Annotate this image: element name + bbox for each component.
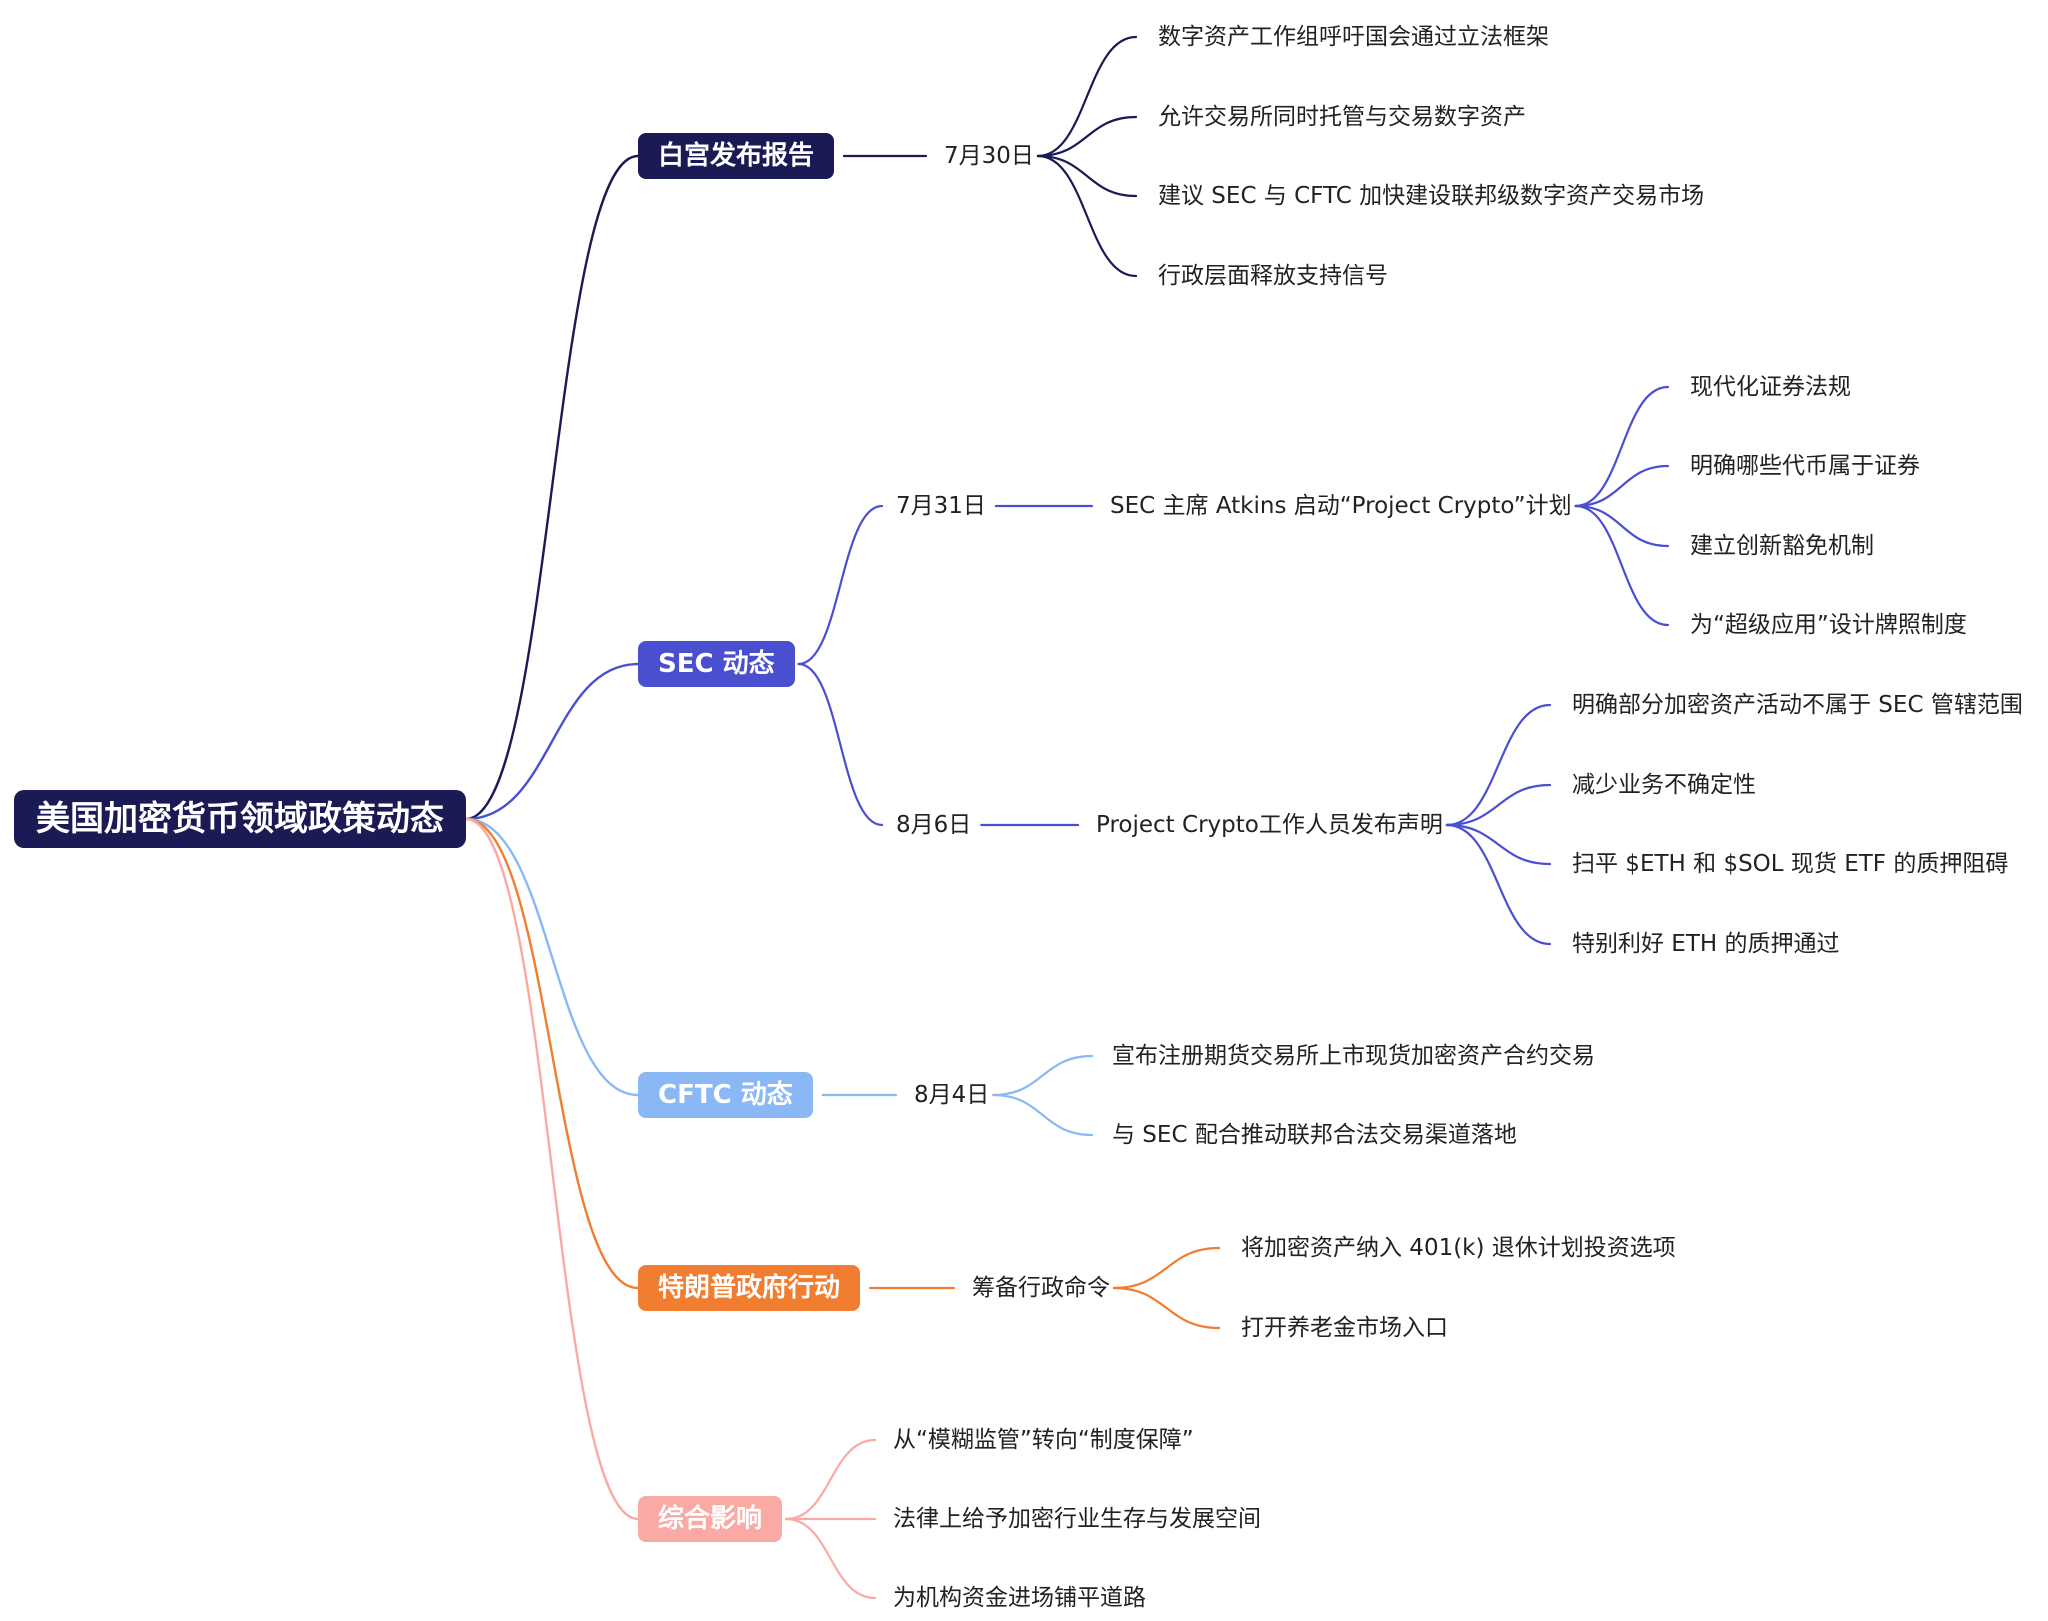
trump-item: 将加密资产纳入 401(k) 退休计划投资选项 — [1241, 1235, 1676, 1261]
branch-connector — [1036, 35, 1138, 158]
impact-item: 为机构资金进场铺平道路 — [893, 1585, 1146, 1611]
root-connector — [464, 817, 640, 1097]
branch-connector — [784, 1438, 877, 1521]
sec-event-2-item: 扫平 $ETH 和 $SOL 现货 ETF 的质押阻碍 — [1572, 851, 2009, 877]
branch-connector — [1112, 1286, 1221, 1330]
branch-sec[interactable]: SEC 动态 — [638, 641, 795, 687]
trump-item: 打开养老金市场入口 — [1241, 1315, 1448, 1341]
branch-connector — [1112, 1246, 1221, 1290]
white-house-item: 行政层面释放支持信号 — [1158, 263, 1388, 289]
white-house-item: 允许交易所同时托管与交易数字资产 — [1158, 104, 1526, 130]
branch-connector — [1036, 115, 1138, 158]
sec-event-2-item: 减少业务不确定性 — [1572, 772, 1756, 798]
branch-connector — [784, 1517, 877, 1600]
cftc-item: 与 SEC 配合推动联邦合法交易渠道落地 — [1112, 1122, 1517, 1148]
trump-event: 筹备行政命令 — [972, 1275, 1110, 1301]
sec-event-2: Project Crypto工作人员发布声明 — [1096, 812, 1443, 838]
sec-event-2-item: 明确部分加密资产活动不属于 SEC 管辖范围 — [1572, 692, 2023, 718]
sec-event-1-item: 现代化证券法规 — [1690, 374, 1851, 400]
sec-event-1-item: 为“超级应用”设计牌照制度 — [1690, 612, 1967, 638]
root-connector — [464, 662, 640, 821]
branch-connector — [1036, 154, 1138, 198]
branch-connector — [1574, 504, 1670, 627]
white-house-item: 建议 SEC 与 CFTC 加快建设联邦级数字资产交易市场 — [1158, 183, 1705, 209]
sec-event-1-item: 建立创新豁免机制 — [1690, 533, 1874, 559]
root-connector — [464, 817, 640, 1521]
branch-connector — [1036, 154, 1138, 278]
impact-item: 从“模糊监管”转向“制度保障” — [893, 1427, 1194, 1453]
branch-connector — [1445, 703, 1552, 827]
branch-connector — [992, 1093, 1094, 1137]
white-house-date: 7月30日 — [944, 143, 1034, 169]
branch-connector — [1445, 823, 1552, 946]
white-house-item: 数字资产工作组呼吁国会通过立法框架 — [1158, 24, 1549, 50]
cftc-item: 宣布注册期货交易所上市现货加密资产合约交易 — [1112, 1043, 1595, 1069]
branch-connector — [1574, 504, 1670, 548]
branch-connector — [992, 1054, 1094, 1097]
sec-date-1: 7月31日 — [896, 493, 986, 519]
branch-connector — [1574, 385, 1670, 508]
sec-date-2: 8月6日 — [896, 812, 972, 838]
branch-connector — [797, 662, 884, 827]
branch-white-house[interactable]: 白宫发布报告 — [638, 133, 835, 179]
branch-connector — [797, 504, 884, 666]
branch-cftc[interactable]: CFTC 动态 — [638, 1072, 813, 1118]
sec-event-1: SEC 主席 Atkins 启动“Project Crypto”计划 — [1110, 493, 1572, 519]
root-node[interactable]: 美国加密货币领域政策动态 — [14, 790, 466, 848]
branch-connector — [1445, 783, 1552, 827]
root-connector — [464, 817, 640, 1290]
sec-event-2-item: 特别利好 ETH 的质押通过 — [1572, 931, 1840, 957]
branch-connector — [1574, 464, 1670, 508]
branch-overall-impact[interactable]: 综合影响 — [638, 1496, 783, 1542]
branch-trump-administration[interactable]: 特朗普政府行动 — [638, 1265, 861, 1311]
root-connector — [464, 154, 640, 821]
cftc-date: 8月4日 — [914, 1082, 990, 1108]
sec-event-1-item: 明确哪些代币属于证券 — [1690, 453, 1920, 479]
impact-item: 法律上给予加密行业生存与发展空间 — [893, 1506, 1261, 1532]
branch-connector — [1445, 823, 1552, 866]
